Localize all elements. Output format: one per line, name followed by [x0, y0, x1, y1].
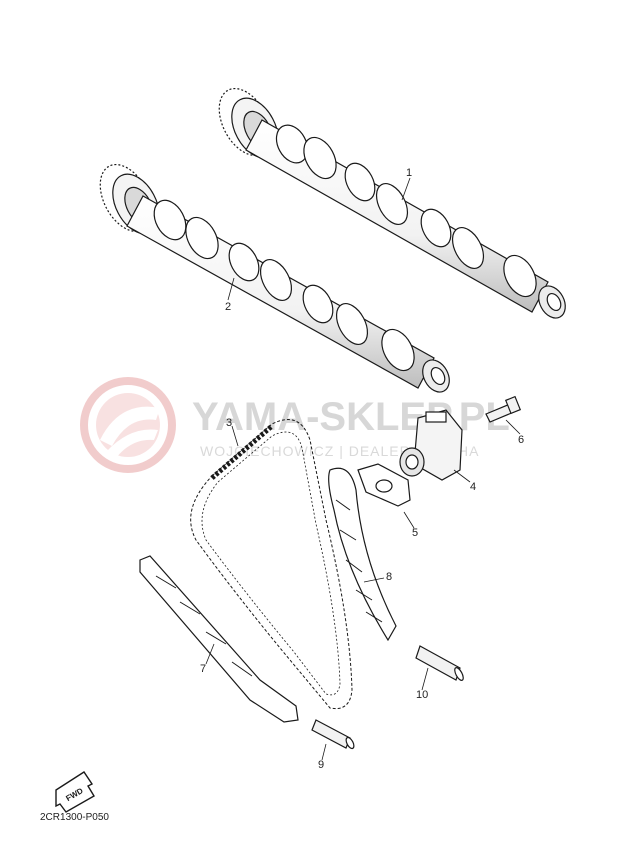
- fwd-arrow-icon: [55, 771, 95, 813]
- tensioner-guide: [139, 555, 299, 723]
- callout-1: 1: [406, 167, 412, 179]
- callout-10: 10: [416, 689, 428, 701]
- callout-2: 2: [225, 301, 231, 313]
- tensioner-gasket: [357, 463, 411, 507]
- callout-5: 5: [412, 527, 418, 539]
- chain-guide: [328, 467, 397, 642]
- guide-pin-9: [311, 719, 355, 750]
- callout-7: 7: [200, 663, 206, 675]
- camshaft-exhaust: [218, 87, 566, 319]
- watermark: YAMA-SKLEP.PL WOJCIECHOWICZ | DEALER YAM…: [80, 377, 510, 473]
- diagram-code: 2CR1300-P050: [40, 812, 109, 823]
- callout-6: 6: [518, 434, 524, 446]
- camshaft-1-lobes: [275, 124, 537, 298]
- cam-chain-tensioner: [399, 409, 463, 481]
- tensioner-bolt: [485, 395, 522, 423]
- callout-4: 4: [470, 481, 476, 493]
- watermark-logo: [80, 377, 176, 473]
- camshaft-intake: [99, 163, 450, 393]
- callout-leaders: [205, 177, 521, 761]
- callout-labels: 1 2 3 4 5 6 7 8 9 10: [200, 167, 524, 771]
- camshaft-2-lobes: [153, 199, 415, 372]
- callout-8: 8: [386, 571, 392, 583]
- fwd-arrow: FWD: [55, 771, 95, 813]
- timing-chain: [190, 419, 353, 710]
- guide-pin-10: [415, 645, 464, 681]
- callout-3: 3: [226, 417, 232, 429]
- callout-9: 9: [318, 759, 324, 771]
